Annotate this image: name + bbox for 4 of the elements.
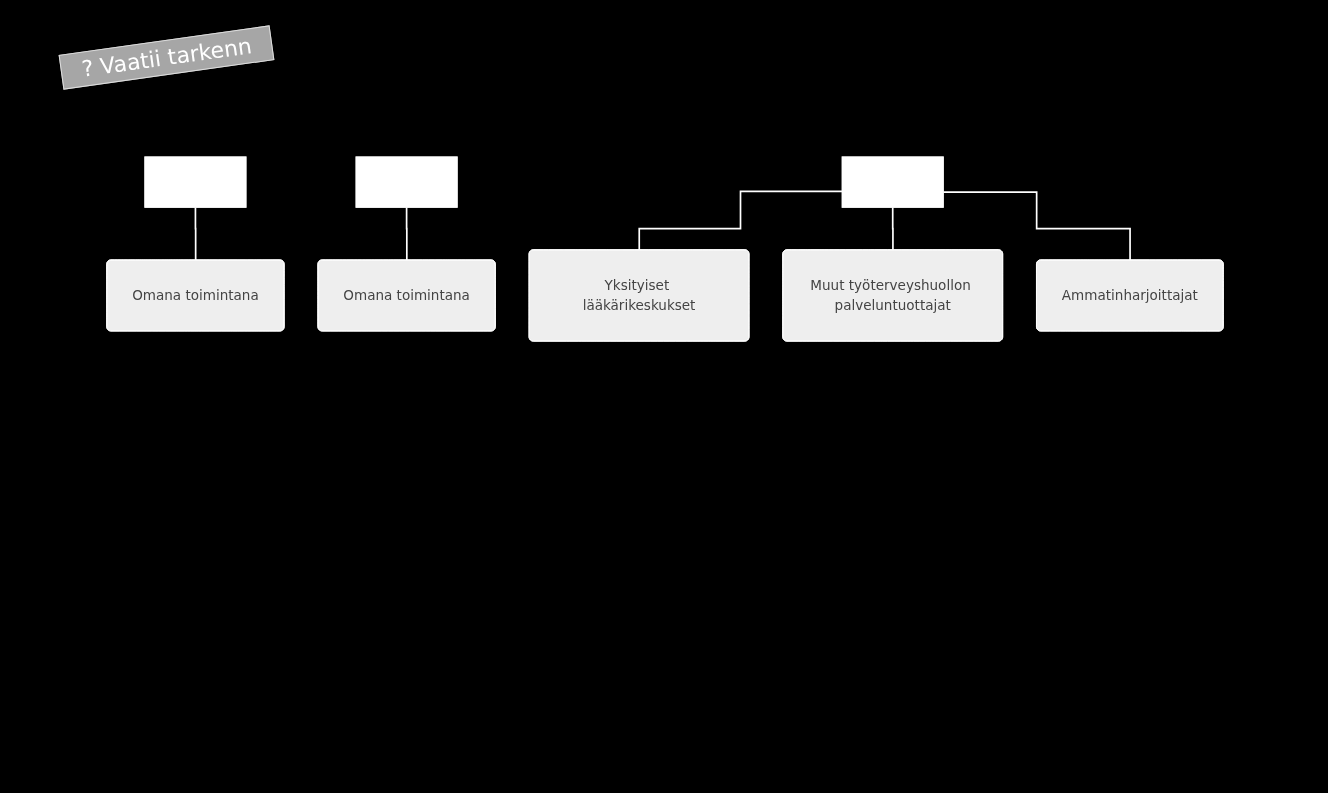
node-box xyxy=(841,156,944,208)
note-label: ? Vaatii tarkenn xyxy=(58,25,275,90)
node-box xyxy=(144,156,247,208)
node-box xyxy=(355,156,458,208)
